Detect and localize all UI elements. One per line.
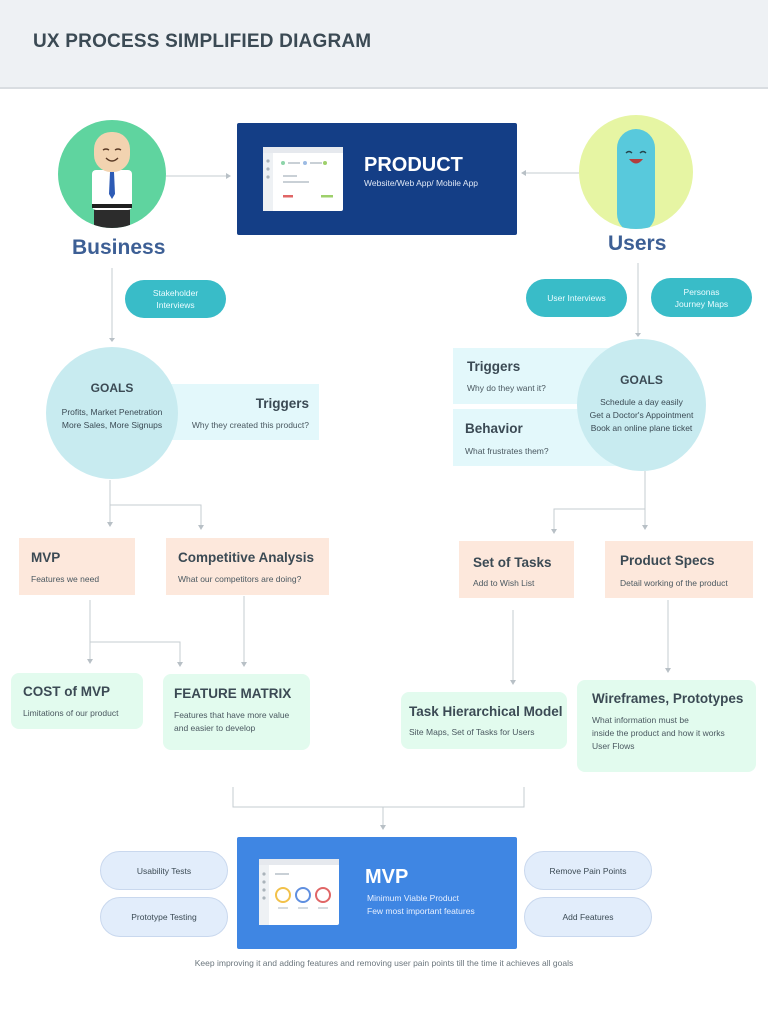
- feature-matrix-title: FEATURE MATRIX: [174, 686, 292, 701]
- users-goals-line: Get a Doctor's Appointment: [589, 410, 694, 420]
- task-hierarchical-model-title: Task Hierarchical Model: [409, 704, 563, 719]
- page-title: UX PROCESS SIMPLIFIED DIAGRAM: [33, 31, 372, 52]
- arrow-head: [241, 662, 247, 667]
- mvp-final-subtitle: Minimum Viable Product Few most importan…: [367, 892, 475, 918]
- product-specs-sub: Detail working of the product: [620, 578, 728, 588]
- business-mvp-box: MVP Features we need: [19, 538, 135, 595]
- pill-line: Stakeholder: [152, 288, 199, 298]
- add-features-pill: Add Features: [524, 897, 652, 937]
- product-title: PRODUCT: [364, 154, 463, 176]
- mvp-line: Minimum Viable Product: [367, 893, 459, 903]
- pill-line: Personas: [683, 286, 720, 297]
- mvp-final-title: MVP: [365, 866, 409, 888]
- wireframes-prototypes-box: Wireframes, Prototypes What information …: [577, 680, 756, 772]
- cost-of-mvp-sub: Limitations of our product: [23, 708, 119, 718]
- arrow-head: [642, 525, 648, 530]
- header-bar: [0, 0, 768, 89]
- feature-matrix-box: FEATURE MATRIX Features that have more v…: [163, 674, 310, 750]
- personas-journey-pill: Personas Journey Maps: [651, 278, 752, 317]
- wireframes-line: What information must be: [592, 715, 689, 725]
- business-goals-line: More Sales, More Signups: [61, 420, 163, 430]
- wireframes-prototypes-title: Wireframes, Prototypes: [592, 691, 744, 706]
- feature-matrix-line: and easier to develop: [174, 723, 256, 733]
- user-blob-icon: [617, 129, 655, 229]
- feature-matrix-line: Features that have more value: [174, 710, 290, 720]
- prototype-testing-pill: Prototype Testing: [100, 897, 228, 937]
- arrow-head: [177, 662, 183, 667]
- users-goals-title: GOALS: [620, 373, 663, 387]
- users-goals-circle: GOALS Schedule a day easily Get a Doctor…: [577, 339, 706, 471]
- mvp-line: Few most important features: [367, 906, 475, 916]
- pill-line: Journey Maps: [674, 298, 729, 309]
- footer-note: Keep improving it and adding features an…: [194, 958, 574, 968]
- business-label: Business: [72, 236, 166, 259]
- product-mockup-icon: [263, 147, 343, 211]
- set-of-tasks-box: Set of Tasks Add to Wish List: [459, 541, 574, 598]
- arrow-head: [198, 525, 204, 530]
- competitive-analysis-sub: What our competitors are doing?: [178, 574, 302, 584]
- business-triggers-title: Triggers: [255, 396, 309, 411]
- arrow-head: [510, 680, 516, 685]
- mvp-dashboard-icon: [259, 859, 339, 925]
- task-hierarchical-model-sub: Site Maps, Set of Tasks for Users: [409, 727, 535, 737]
- users-label: Users: [608, 232, 667, 255]
- wireframes-line: inside the product and how it works: [592, 728, 725, 738]
- arrow-head: [380, 825, 386, 830]
- business-triggers-sub: Why they created this product?: [191, 420, 309, 430]
- business-triggers-box: Triggers Why they created this product?: [160, 384, 319, 440]
- cost-of-mvp-box: COST of MVP Limitations of our product: [11, 673, 143, 729]
- business-avatar: [58, 120, 166, 228]
- set-of-tasks-title: Set of Tasks: [473, 555, 552, 570]
- arrow-head: [87, 659, 93, 664]
- users-triggers-sub: Why do they want it?: [467, 383, 546, 393]
- connector-merge-bracket: [232, 787, 525, 808]
- users-behavior-sub: What frustrates them?: [465, 446, 549, 456]
- arrow-head: [107, 522, 113, 527]
- competitive-analysis-box: Competitive Analysis What our competitor…: [166, 538, 329, 595]
- arrow-head: [226, 173, 231, 179]
- business-goals-circle: GOALS Profits, Market Penetration More S…: [46, 347, 178, 479]
- remove-pain-points-pill: Remove Pain Points: [524, 851, 652, 890]
- business-goals-title: GOALS: [90, 381, 134, 395]
- pill-line: Interviews: [156, 300, 195, 310]
- business-mvp-title: MVP: [31, 550, 61, 565]
- users-goals-line: Schedule a day easily: [600, 397, 683, 407]
- business-mvp-sub: Features we need: [31, 574, 100, 584]
- users-behavior-title: Behavior: [465, 421, 523, 436]
- cost-of-mvp-title: COST of MVP: [23, 684, 110, 699]
- product-specs-title: Product Specs: [620, 553, 715, 568]
- arrow-head: [551, 529, 557, 534]
- arrow-head: [635, 333, 641, 337]
- users-goals-line: Book an online plane ticket: [590, 423, 693, 433]
- arrow-head: [521, 170, 526, 176]
- set-of-tasks-sub: Add to Wish List: [473, 578, 535, 588]
- task-hierarchical-model-box: Task Hierarchical Model Site Maps, Set o…: [401, 692, 567, 749]
- wireframes-line: User Flows: [592, 741, 635, 751]
- user-interviews-pill: User Interviews: [526, 279, 627, 317]
- product-subtitle: Website/Web App/ Mobile App: [364, 178, 479, 188]
- business-goals-line: Profits, Market Penetration: [61, 407, 163, 417]
- usability-tests-pill: Usability Tests: [100, 851, 228, 890]
- arrow-head: [109, 338, 115, 342]
- connector-goals-competitive: [110, 504, 202, 525]
- users-avatar: [579, 115, 693, 229]
- stakeholder-interviews-pill: Stakeholder Interviews: [125, 280, 226, 318]
- arrow-head: [665, 668, 671, 673]
- product-specs-box: Product Specs Detail working of the prod…: [605, 541, 753, 598]
- connector-mvp-feature: [90, 641, 181, 662]
- connector-goals-tasks: [553, 508, 645, 529]
- users-triggers-title: Triggers: [467, 359, 521, 374]
- competitive-analysis-title: Competitive Analysis: [178, 550, 315, 565]
- businessman-icon: [92, 132, 132, 228]
